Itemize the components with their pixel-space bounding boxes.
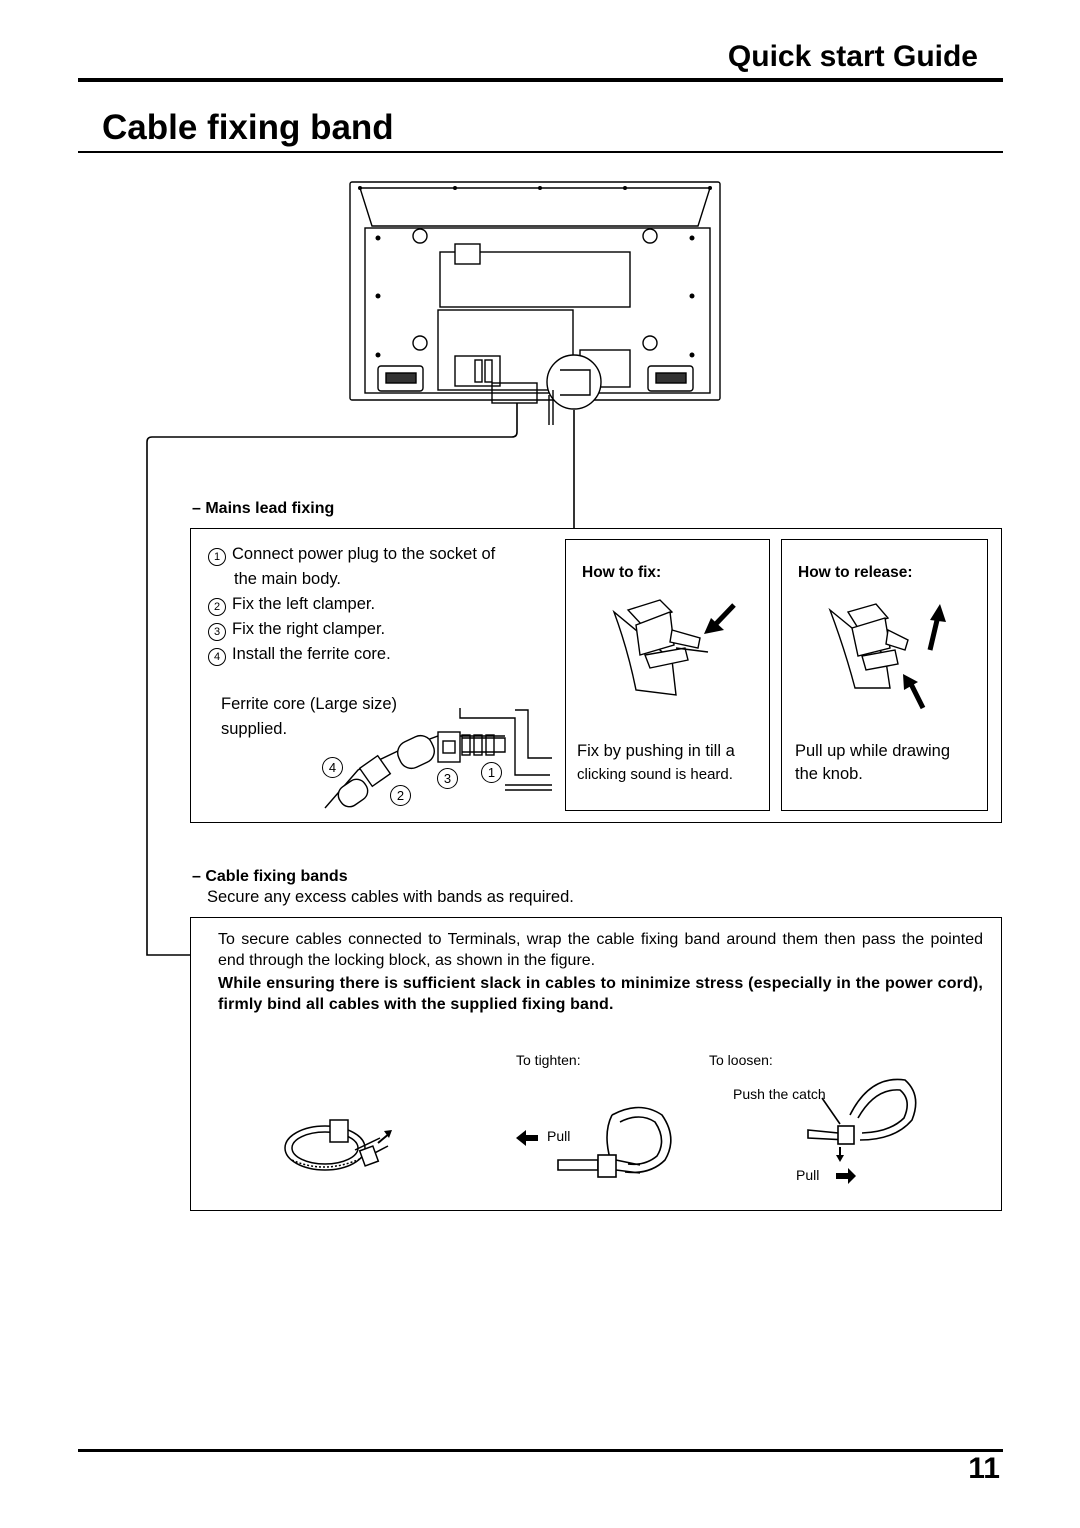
step-text: Fix the right clamper.	[232, 620, 386, 638]
page-number: 11	[968, 1452, 1000, 1485]
cable-bands-heading: – Cable fixing bands	[192, 868, 348, 885]
pull-right-label: Pull	[796, 1167, 820, 1183]
mains-steps: 1 Connect power plug to the socket of th…	[208, 542, 553, 667]
cable-bands-para-1: To secure cables connected to Terminals,…	[218, 931, 983, 969]
how-to-release-caption: Pull up while drawing the knob.	[795, 740, 950, 786]
how-to-fix-title: How to fix:	[582, 564, 662, 581]
step-number: 3	[208, 623, 226, 641]
step-2: 2 Fix the left clamper.	[208, 592, 553, 617]
mains-lead-heading: – Mains lead fixing	[192, 500, 335, 517]
header-title: Quick start Guide	[727, 40, 978, 73]
tv-rear-illustration	[146, 181, 721, 956]
how-to-fix-panel	[565, 539, 770, 811]
how-to-fix-caption-1: Fix by pushing in till a	[577, 742, 735, 760]
marker-3: 3	[437, 768, 458, 789]
marker-4: 4	[322, 757, 343, 778]
how-to-fix-caption: Fix by pushing in till a clicking sound …	[577, 740, 735, 786]
ferrite-line-2: supplied.	[221, 720, 288, 738]
footer-rule	[78, 1449, 1003, 1452]
step-text: Connect power plug to the socket of	[232, 545, 496, 563]
step-text: the main body.	[234, 570, 342, 588]
ferrite-line-1: Ferrite core (Large size)	[221, 695, 398, 713]
step-number: 1	[208, 548, 226, 566]
marker-1: 1	[481, 762, 502, 783]
step-text: Fix the left clamper.	[232, 595, 376, 613]
step-text: Install the ferrite core.	[232, 645, 391, 663]
step-3: 3 Fix the right clamper.	[208, 617, 553, 642]
step-1-cont: the main body.	[208, 567, 553, 592]
step-number: 2	[208, 598, 226, 616]
how-to-release-title: How to release:	[798, 564, 913, 581]
pull-left-label: Pull	[547, 1128, 571, 1144]
how-to-fix-caption-2: clicking sound is heard.	[577, 766, 733, 783]
ferrite-note: Ferrite core (Large size) supplied.	[221, 692, 397, 742]
how-to-release-caption-1: Pull up while drawing	[795, 742, 951, 760]
marker-2: 2	[390, 785, 411, 806]
push-catch-label: Push the catch	[733, 1086, 826, 1102]
step-1: 1 Connect power plug to the socket of	[208, 542, 553, 567]
header-rule	[78, 78, 1003, 82]
ferrite-core-illustration	[324, 708, 552, 809]
how-to-release-caption-2: the knob.	[795, 765, 863, 783]
clamper-release-illustration	[828, 603, 946, 710]
step-4: 4 Install the ferrite core.	[208, 642, 553, 667]
cable-bands-para-2: While ensuring there is sufficient slack…	[218, 975, 983, 1013]
cable-band-illustrations	[284, 1078, 917, 1184]
how-to-release-panel	[781, 539, 988, 811]
step-number: 4	[208, 648, 226, 666]
mains-lead-box	[190, 528, 1002, 823]
to-tighten-label: To tighten:	[516, 1052, 581, 1068]
cable-bands-box	[190, 917, 1002, 1211]
title-rule	[78, 151, 1003, 153]
to-loosen-label: To loosen:	[709, 1052, 773, 1068]
page-title: Cable fixing band	[102, 108, 394, 147]
cable-bands-subtext: Secure any excess cables with bands as r…	[207, 888, 574, 906]
clamper-fix-illustration	[612, 599, 736, 696]
